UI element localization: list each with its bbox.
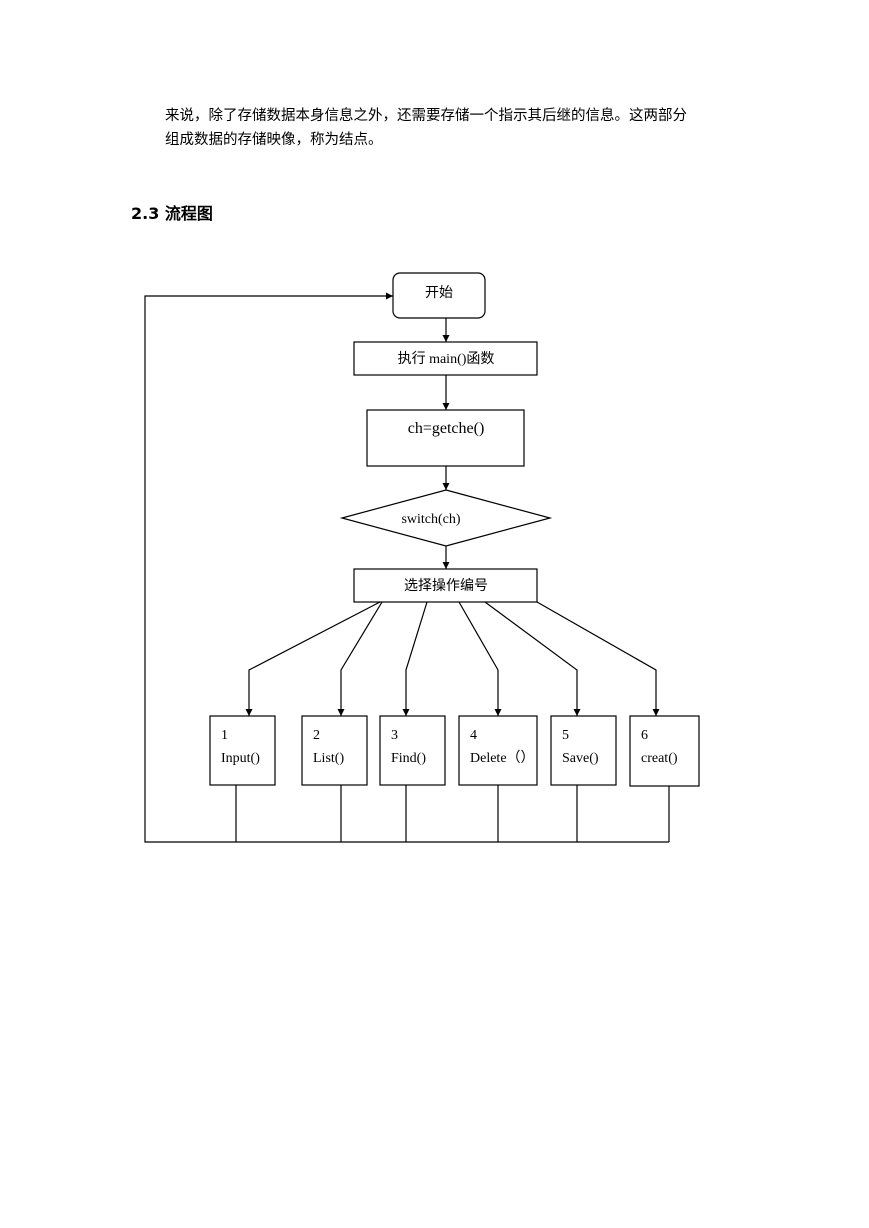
option-box-5 <box>550 715 617 786</box>
option-box-2 <box>301 715 368 786</box>
branch-6 <box>536 601 660 716</box>
option-box-6 <box>629 715 700 787</box>
option-1-function: Input() <box>221 751 260 766</box>
getche-node <box>366 409 525 467</box>
start-label: 开始 <box>425 285 453 301</box>
option-4-number: 4 <box>470 728 477 743</box>
branch-2 <box>337 601 383 716</box>
exec-main-node <box>353 341 538 376</box>
return-loop <box>144 292 669 843</box>
branch-4 <box>458 601 502 716</box>
option-box-4 <box>458 715 538 786</box>
option-box-3 <box>379 715 446 786</box>
paragraph-line-2: 组成数据的存储映像，称为结点。 <box>165 132 383 148</box>
branch-5 <box>484 601 581 716</box>
body-paragraph: 来说，除了存储数据本身信息之外，还需要存储一个指示其后继的信息。这两部分 组成数… <box>165 104 725 152</box>
option-5-function: Save() <box>562 751 599 766</box>
option-4-function: Delete（） <box>470 750 535 766</box>
option-5-number: 5 <box>562 728 569 743</box>
option-box-1 <box>209 715 276 786</box>
paragraph-line-1: 来说，除了存储数据本身信息之外，还需要存储一个指示其后继的信息。这两部分 <box>165 108 687 124</box>
getche-label: ch=getche() <box>408 420 485 437</box>
option-6-function: creat() <box>641 751 678 766</box>
switch-label: switch(ch) <box>401 512 460 527</box>
option-6-number: 6 <box>641 728 648 743</box>
option-2-function: List() <box>313 751 344 766</box>
option-1-number: 1 <box>221 728 228 743</box>
select-node <box>353 568 538 603</box>
option-3-function: Find() <box>391 751 426 766</box>
section-heading: 2.3 流程图 <box>131 204 213 223</box>
branch-3 <box>402 601 428 716</box>
option-3-number: 3 <box>391 728 398 743</box>
option-2-number: 2 <box>313 728 320 743</box>
exec-main-label: 执行 main()函数 <box>398 351 495 367</box>
branch-1 <box>245 601 381 716</box>
select-label: 选择操作编号 <box>404 578 488 594</box>
